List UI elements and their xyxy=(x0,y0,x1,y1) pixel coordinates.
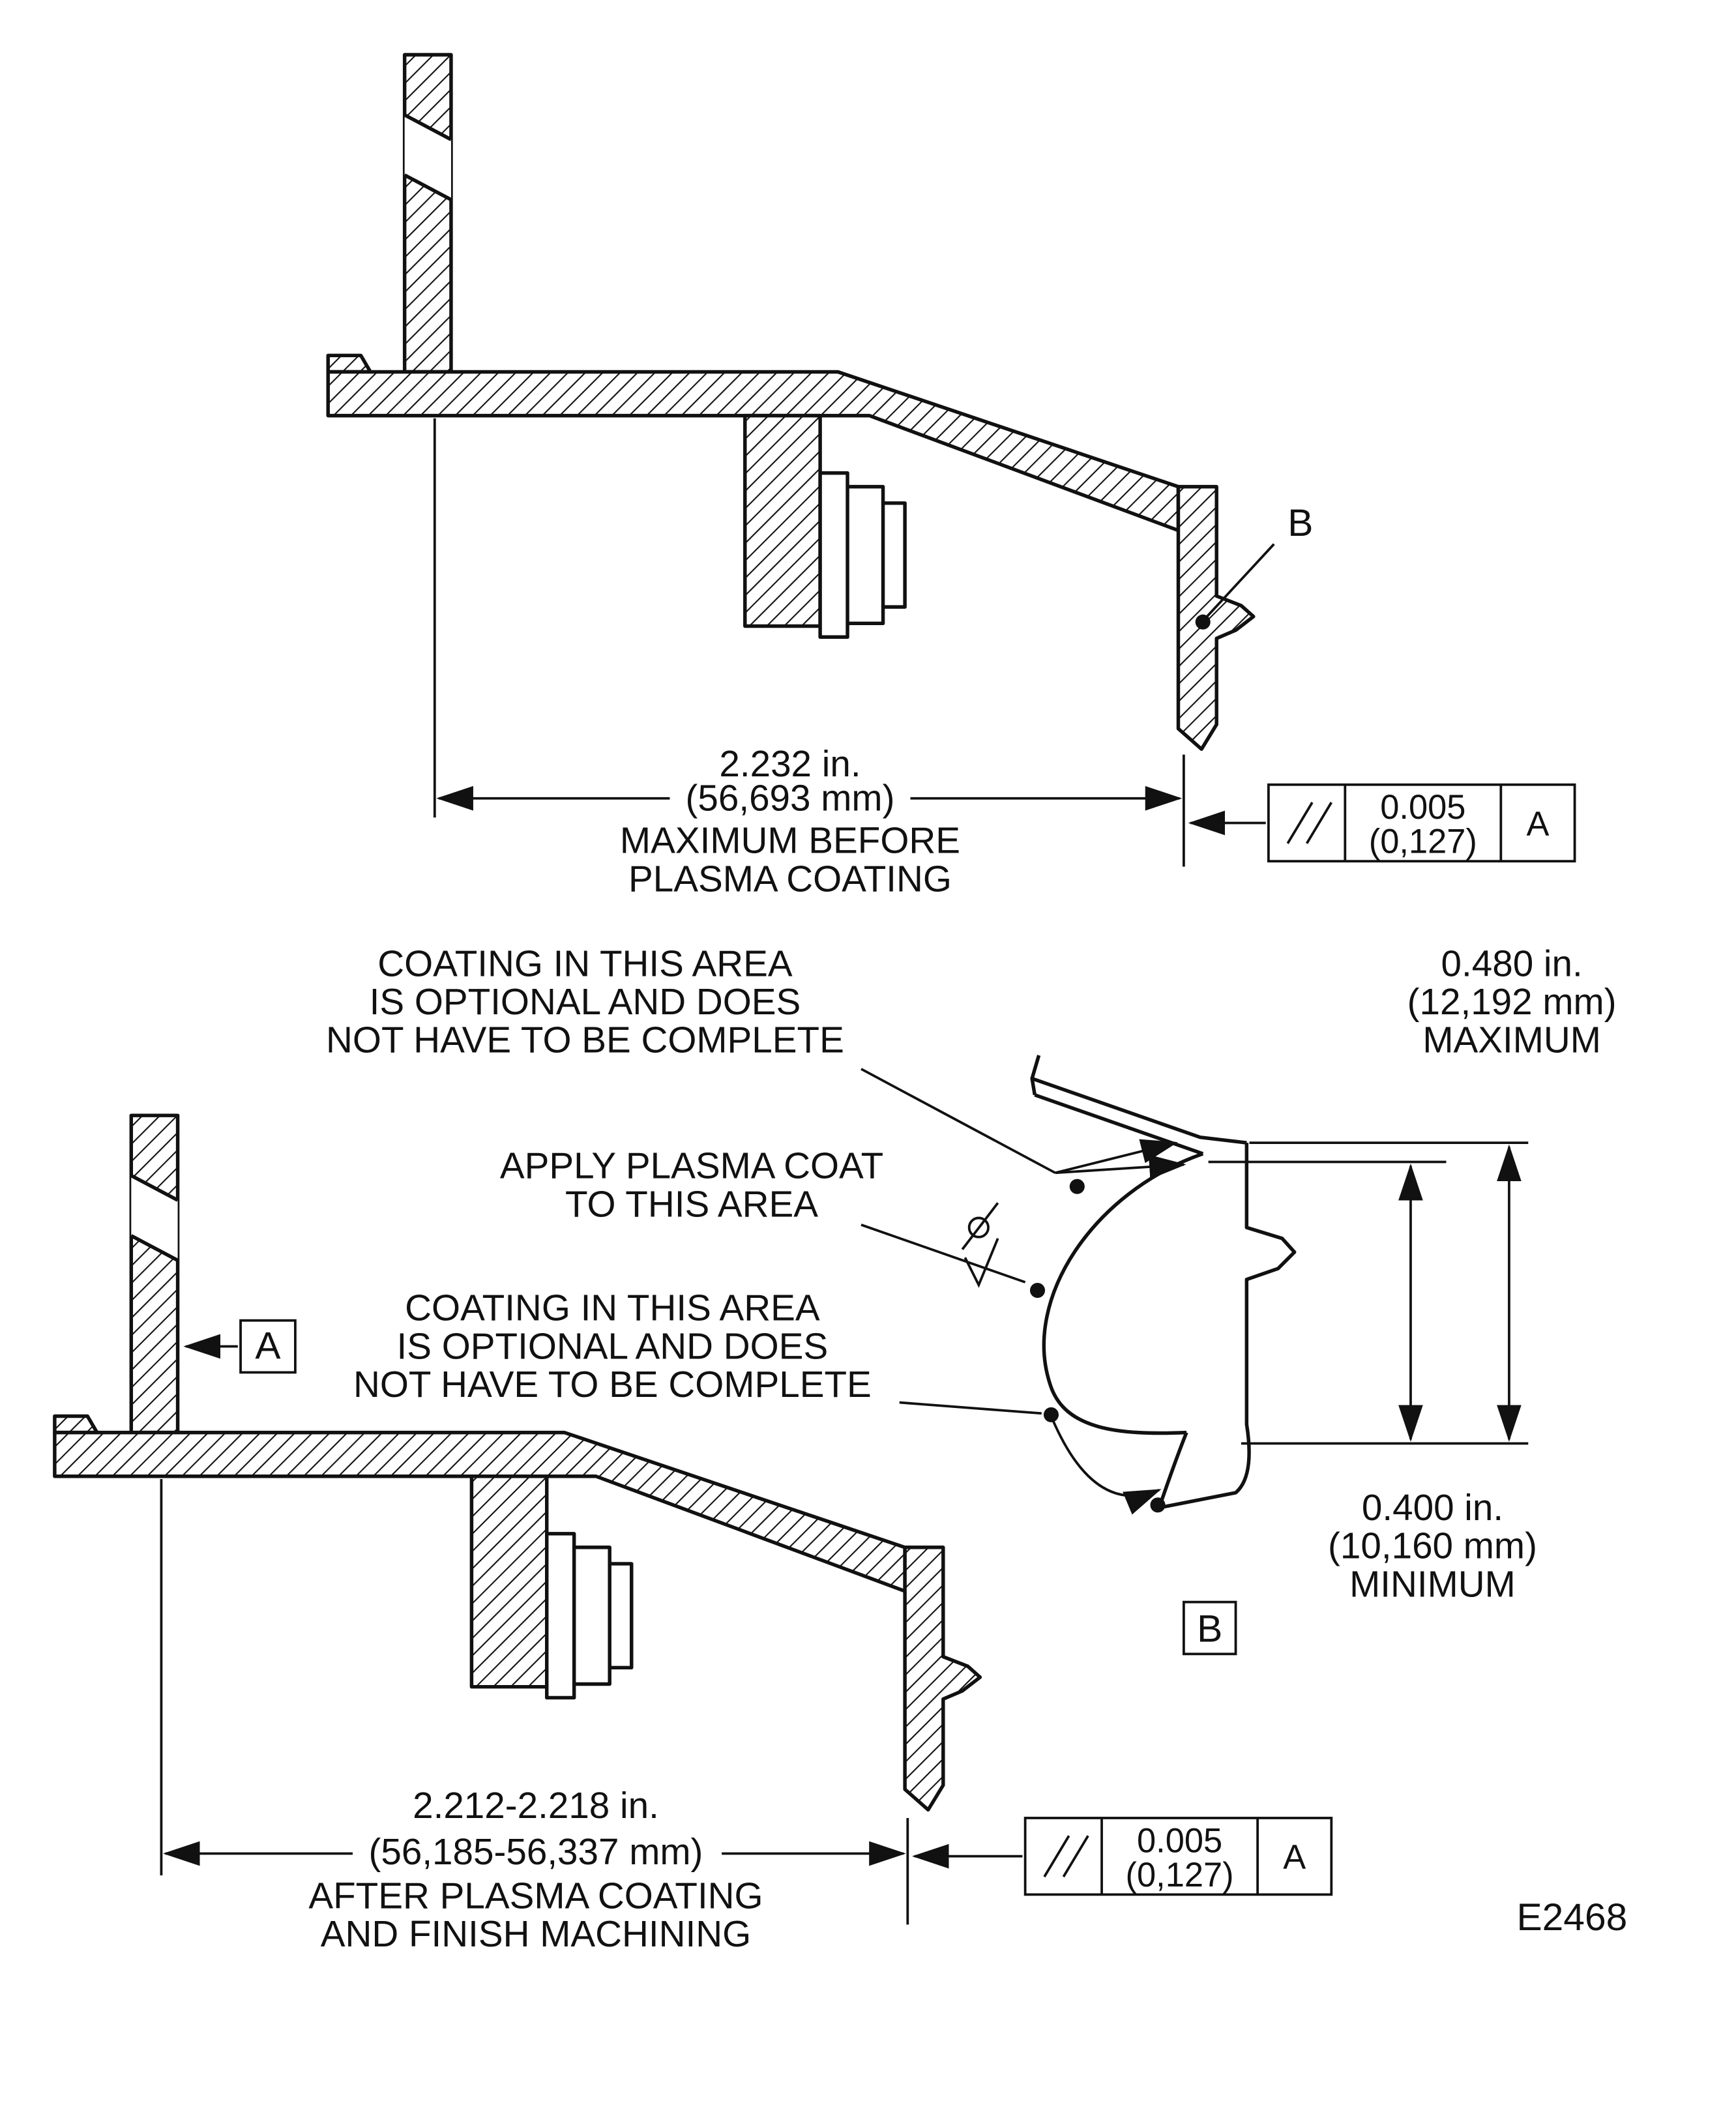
detail-view-b: COATING IN THIS AREA IS OPTIONAL AND DOE… xyxy=(326,943,1617,1656)
top-dim-mm: (56,693 mm) xyxy=(686,778,895,819)
point-b-label: B xyxy=(1287,502,1313,544)
figure-code: E2468 xyxy=(1517,1896,1628,1939)
top-feature-control-frame: 0.005 (0,127) A xyxy=(1267,783,1576,863)
datum-a-label: A xyxy=(255,1325,281,1367)
coating-boundary-dot-3 xyxy=(1043,1407,1059,1422)
coating-boundary-dot-2 xyxy=(1029,1283,1046,1298)
callout-optional-bottom-line1: COATING IN THIS AREA xyxy=(405,1287,820,1328)
callout-apply-line2: TO THIS AREA xyxy=(565,1183,818,1224)
callout-optional-top-line2: IS OPTIONAL AND DOES xyxy=(370,981,801,1022)
top-cross-section: B 2.232 in. (56,693 mm) MAXIMUM BEFORE P… xyxy=(328,55,1576,899)
bottom-cross-section: A 2.212-2.218 in. (56,185-56,337 mm) AFT… xyxy=(55,1115,1333,1954)
callout-optional-bottom-leader xyxy=(899,1401,1042,1415)
parallelism-icon xyxy=(1286,802,1314,844)
bottom-dim-inches: 2.212-2.218 in. xyxy=(413,1785,659,1826)
detail-strip-bottom-edge xyxy=(1034,1093,1204,1156)
callout-optional-top-arrow-2 xyxy=(1055,1154,1186,1179)
detail-strip-top-edge xyxy=(1030,1055,1247,1145)
coating-boundary-dot-4 xyxy=(1150,1497,1166,1513)
fcf-outer-box xyxy=(1267,783,1576,863)
surface-finish-icon xyxy=(961,1202,999,1288)
surface-finish-circle xyxy=(967,1216,990,1239)
callout-optional-top-line1: COATING IN THIS AREA xyxy=(377,943,793,984)
point-b-dot xyxy=(1195,614,1211,630)
fcf-tolerance-in: 0.005 xyxy=(1380,789,1465,827)
bell-area-arrow xyxy=(1050,1415,1162,1515)
bottom-dim-note-1: AFTER PLASMA COATING xyxy=(308,1875,763,1916)
fcf-tolerance-mm: (0,127) xyxy=(1126,1856,1234,1894)
parallelism-icon xyxy=(1043,1835,1070,1878)
dim-max-note: MAXIMUM xyxy=(1422,1019,1601,1061)
detail-b-label: B xyxy=(1197,1607,1222,1650)
bottom-section-geometry xyxy=(55,1115,980,1810)
fcf-datum-ref: A xyxy=(1526,805,1549,843)
callout-optional-bottom-line2: IS OPTIONAL AND DOES xyxy=(397,1325,829,1366)
datum-a-box xyxy=(239,1319,297,1374)
top-section-geometry xyxy=(328,55,1254,749)
point-b-leader xyxy=(1206,543,1275,618)
dim-max-inches: 0.480 in. xyxy=(1441,943,1583,984)
dim-min-inches: 0.400 in. xyxy=(1362,1487,1503,1528)
callout-apply-line1: APPLY PLASMA COAT xyxy=(500,1145,883,1186)
parallelism-icon xyxy=(1062,1835,1089,1878)
coating-boundary-dot-1 xyxy=(1069,1179,1085,1194)
fcf-datum-ref: A xyxy=(1283,1839,1306,1877)
callout-apply-leader xyxy=(861,1224,1026,1284)
top-dim-note-2: PLASMA COATING xyxy=(628,858,952,899)
fcf-outer-box xyxy=(1023,1817,1333,1896)
fcf-tolerance-in: 0.005 xyxy=(1137,1822,1222,1860)
callout-optional-top-arrow-1 xyxy=(1055,1139,1178,1175)
parallelism-icon xyxy=(1305,802,1332,844)
detail-coated-surface-curve xyxy=(1042,1152,1204,1435)
callout-optional-top-leader xyxy=(861,1068,1056,1174)
callout-optional-bottom-line3: NOT HAVE TO BE COMPLETE xyxy=(353,1364,872,1405)
surface-finish-check xyxy=(964,1238,999,1288)
dim-min-note: MINIMUM xyxy=(1349,1563,1516,1604)
top-dim-note-1: MAXIMUM BEFORE xyxy=(620,820,960,861)
bottom-dim-note-2: AND FINISH MACHINING xyxy=(321,1913,751,1954)
bottom-feature-control-frame: 0.005 (0,127) A xyxy=(1023,1817,1333,1896)
dim-max-mm: (12,192 mm) xyxy=(1407,981,1617,1022)
callout-optional-top-line3: NOT HAVE TO BE COMPLETE xyxy=(326,1019,844,1061)
top-dim-inches: 2.232 in. xyxy=(719,743,861,784)
surface-finish-slash xyxy=(961,1202,999,1250)
fcf-tolerance-mm: (0,127) xyxy=(1369,823,1477,861)
dim-min-mm: (10,160 mm) xyxy=(1328,1525,1537,1566)
detail-b-box xyxy=(1182,1600,1237,1656)
detail-wall-right-edge xyxy=(1157,1143,1297,1510)
bottom-dim-mm: (56,185-56,337 mm) xyxy=(369,1831,703,1872)
